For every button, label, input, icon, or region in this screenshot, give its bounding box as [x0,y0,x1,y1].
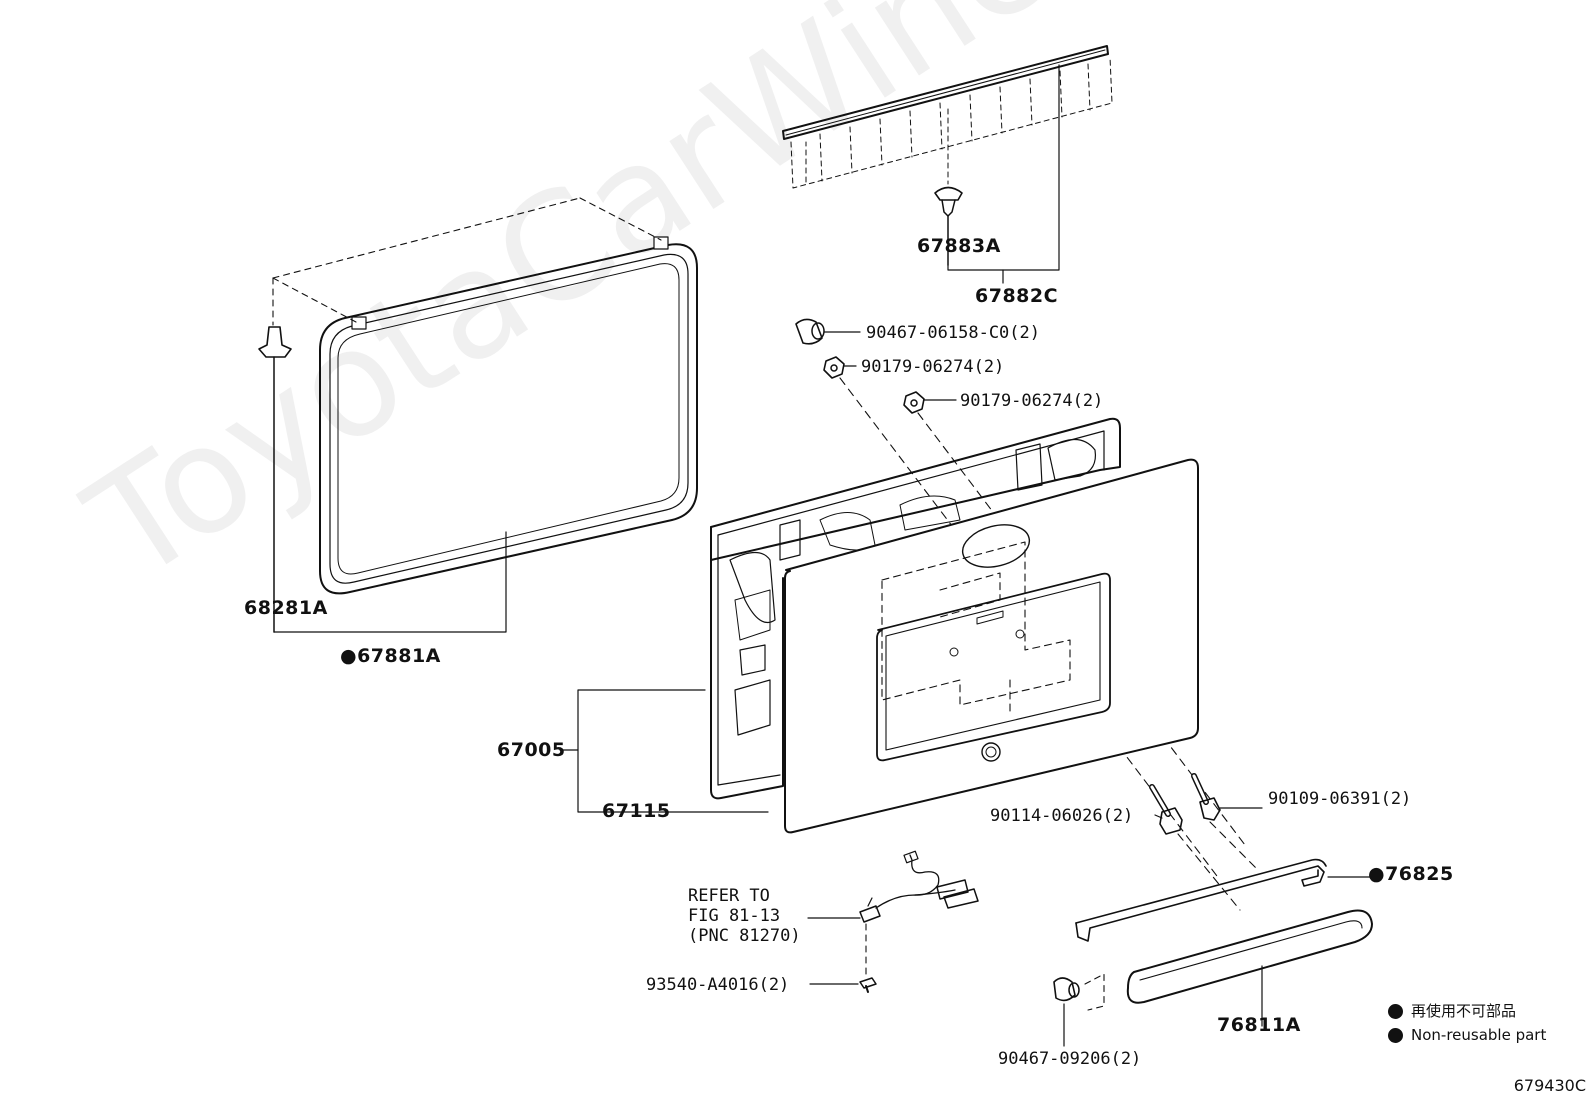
label-refer-fig-81-13: REFER TO FIG 81-13 (PNC 81270) [688,886,801,946]
label-76811A: 76811A [1217,1014,1301,1036]
label-67881A: ●67881A [340,645,441,667]
label-93540-A4016: 93540-A4016(2) [646,975,790,995]
bolt-90114 [1149,784,1183,835]
fastener-90179-a [823,356,857,379]
label-67115: 67115 [602,800,671,822]
trim-board [784,458,1199,834]
label-90109-06391: 90109-06391(2) [1268,789,1412,809]
label-90114-06026: 90114-06026(2) [990,806,1134,826]
fastener-90467-06158 [795,318,861,345]
legend-english: Non-reusable part [1388,1026,1546,1044]
bullet-icon [1388,1028,1403,1043]
label-67883A: 67883A [917,235,1001,257]
label-90467-06158: 90467-06158-C0(2) [866,323,1040,343]
legend-japanese: 再使用不可部品 [1388,1000,1516,1021]
weatherstrip-67882C [782,45,1113,189]
document-id: 679430C [1513,1076,1586,1095]
garnish-76811A [1126,909,1373,1027]
label-90179-06274-b: 90179-06274(2) [960,391,1104,411]
legend-japanese-text: 再使用不可部品 [1411,1002,1517,1020]
fastener-90179-b [903,391,957,414]
wire-harness [807,850,979,979]
back-door-panel [710,417,1121,800]
bolt-90109 [1191,773,1263,821]
legend-english-text: Non-reusable part [1411,1026,1547,1044]
clip-67883A [934,186,963,266]
label-90179-06274-a: 90179-06274(2) [861,357,1005,377]
label-76825: ●76825 [1368,863,1454,885]
clip-68281A [258,326,292,633]
gasket-76825 [1075,858,1376,942]
label-68281A: 68281A [244,597,328,619]
label-67882C: 67882C [975,285,1059,307]
bullet-icon [1388,1004,1403,1019]
screw-93540 [809,977,877,993]
label-90467-09206: 90467-09206(2) [998,1049,1142,1069]
clip-90467-09206 [1053,973,1105,1047]
label-67005: 67005 [497,739,566,761]
window-glass [272,197,698,595]
